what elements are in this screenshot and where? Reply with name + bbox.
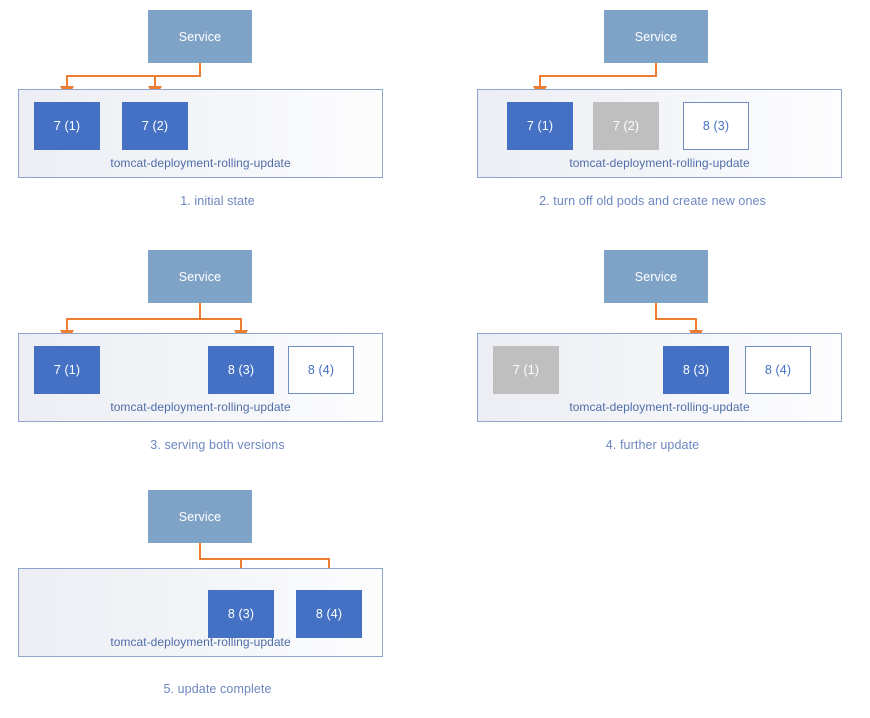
pod-7-1: 7 (1)	[34, 346, 100, 394]
pod-label: 7 (1)	[526, 119, 554, 133]
panel-serving-both-versions: Service tomcat-deployment-rolling-update…	[0, 240, 435, 478]
pod-8-4: 8 (4)	[288, 346, 354, 394]
panel-caption: 1. initial state	[0, 194, 435, 208]
pod-label: 7 (2)	[612, 119, 640, 133]
pod-7-2: 7 (2)	[122, 102, 188, 150]
service-label: Service	[178, 29, 222, 44]
pod-8-3: 8 (3)	[208, 346, 274, 394]
pod-label: 8 (3)	[227, 607, 255, 621]
pod-label: 7 (1)	[53, 119, 81, 133]
caption-text: 3. serving both versions	[150, 438, 285, 452]
service-label: Service	[178, 269, 222, 284]
pod-7-2: 7 (2)	[593, 102, 659, 150]
service-box: Service	[604, 250, 708, 303]
caption-text: 4. further update	[605, 438, 700, 452]
service-box: Service	[148, 10, 252, 63]
caption-text: 2. turn off old pods and create new ones	[539, 194, 766, 208]
pod-8-4: 8 (4)	[296, 590, 362, 638]
pod-label: 8 (3)	[227, 363, 255, 377]
service-box: Service	[604, 10, 708, 63]
service-label: Service	[634, 29, 678, 44]
panel-caption: 5. update complete	[0, 682, 435, 696]
caption-text: 5. update complete	[163, 682, 272, 696]
panel-inner: Service tomcat-deployment-rolling-update…	[0, 240, 435, 478]
service-box: Service	[148, 250, 252, 303]
panel-caption: 3. serving both versions	[0, 438, 435, 452]
panel-update-complete: Service tomcat-deployment-rolling-update…	[0, 480, 435, 718]
deployment-box: tomcat-deployment-rolling-update	[18, 568, 383, 657]
pod-label: 8 (4)	[764, 363, 792, 377]
panel-inner: Service tomcat-deployment-rolling-update…	[0, 0, 435, 238]
service-box: Service	[148, 490, 252, 543]
deployment-label: tomcat-deployment-rolling-update	[110, 156, 291, 170]
panel-initial-state: Service tomcat-deployment-rolling-update…	[0, 0, 435, 238]
service-label: Service	[634, 269, 678, 284]
pod-label: 7 (1)	[512, 363, 540, 377]
pod-7-1: 7 (1)	[34, 102, 100, 150]
panel-further-update: Service tomcat-deployment-rolling-update…	[435, 240, 870, 478]
pod-label: 8 (4)	[307, 363, 335, 377]
pod-7-1: 7 (1)	[507, 102, 573, 150]
panel-turn-off-old-pods: Service tomcat-deployment-rolling-update…	[435, 0, 870, 238]
deployment-label: tomcat-deployment-rolling-update	[110, 635, 291, 649]
panel-caption: 2. turn off old pods and create new ones	[435, 194, 870, 208]
panel-inner: Service tomcat-deployment-rolling-update…	[0, 480, 435, 718]
pod-label: 7 (1)	[53, 363, 81, 377]
deployment-label: tomcat-deployment-rolling-update	[569, 156, 750, 170]
pod-8-3: 8 (3)	[683, 102, 749, 150]
panel-inner: Service tomcat-deployment-rolling-update…	[435, 0, 870, 238]
pod-label: 7 (2)	[141, 119, 169, 133]
service-label: Service	[178, 509, 222, 524]
pod-label: 8 (3)	[702, 119, 730, 133]
pod-label: 8 (4)	[315, 607, 343, 621]
pod-7-1: 7 (1)	[493, 346, 559, 394]
pod-8-3: 8 (3)	[663, 346, 729, 394]
caption-text: 1. initial state	[180, 194, 255, 208]
pod-8-4: 8 (4)	[745, 346, 811, 394]
pod-8-3: 8 (3)	[208, 590, 274, 638]
deployment-label: tomcat-deployment-rolling-update	[569, 400, 750, 414]
panel-inner: Service tomcat-deployment-rolling-update…	[435, 240, 870, 478]
panel-caption: 4. further update	[435, 438, 870, 452]
deployment-label: tomcat-deployment-rolling-update	[110, 400, 291, 414]
pod-label: 8 (3)	[682, 363, 710, 377]
